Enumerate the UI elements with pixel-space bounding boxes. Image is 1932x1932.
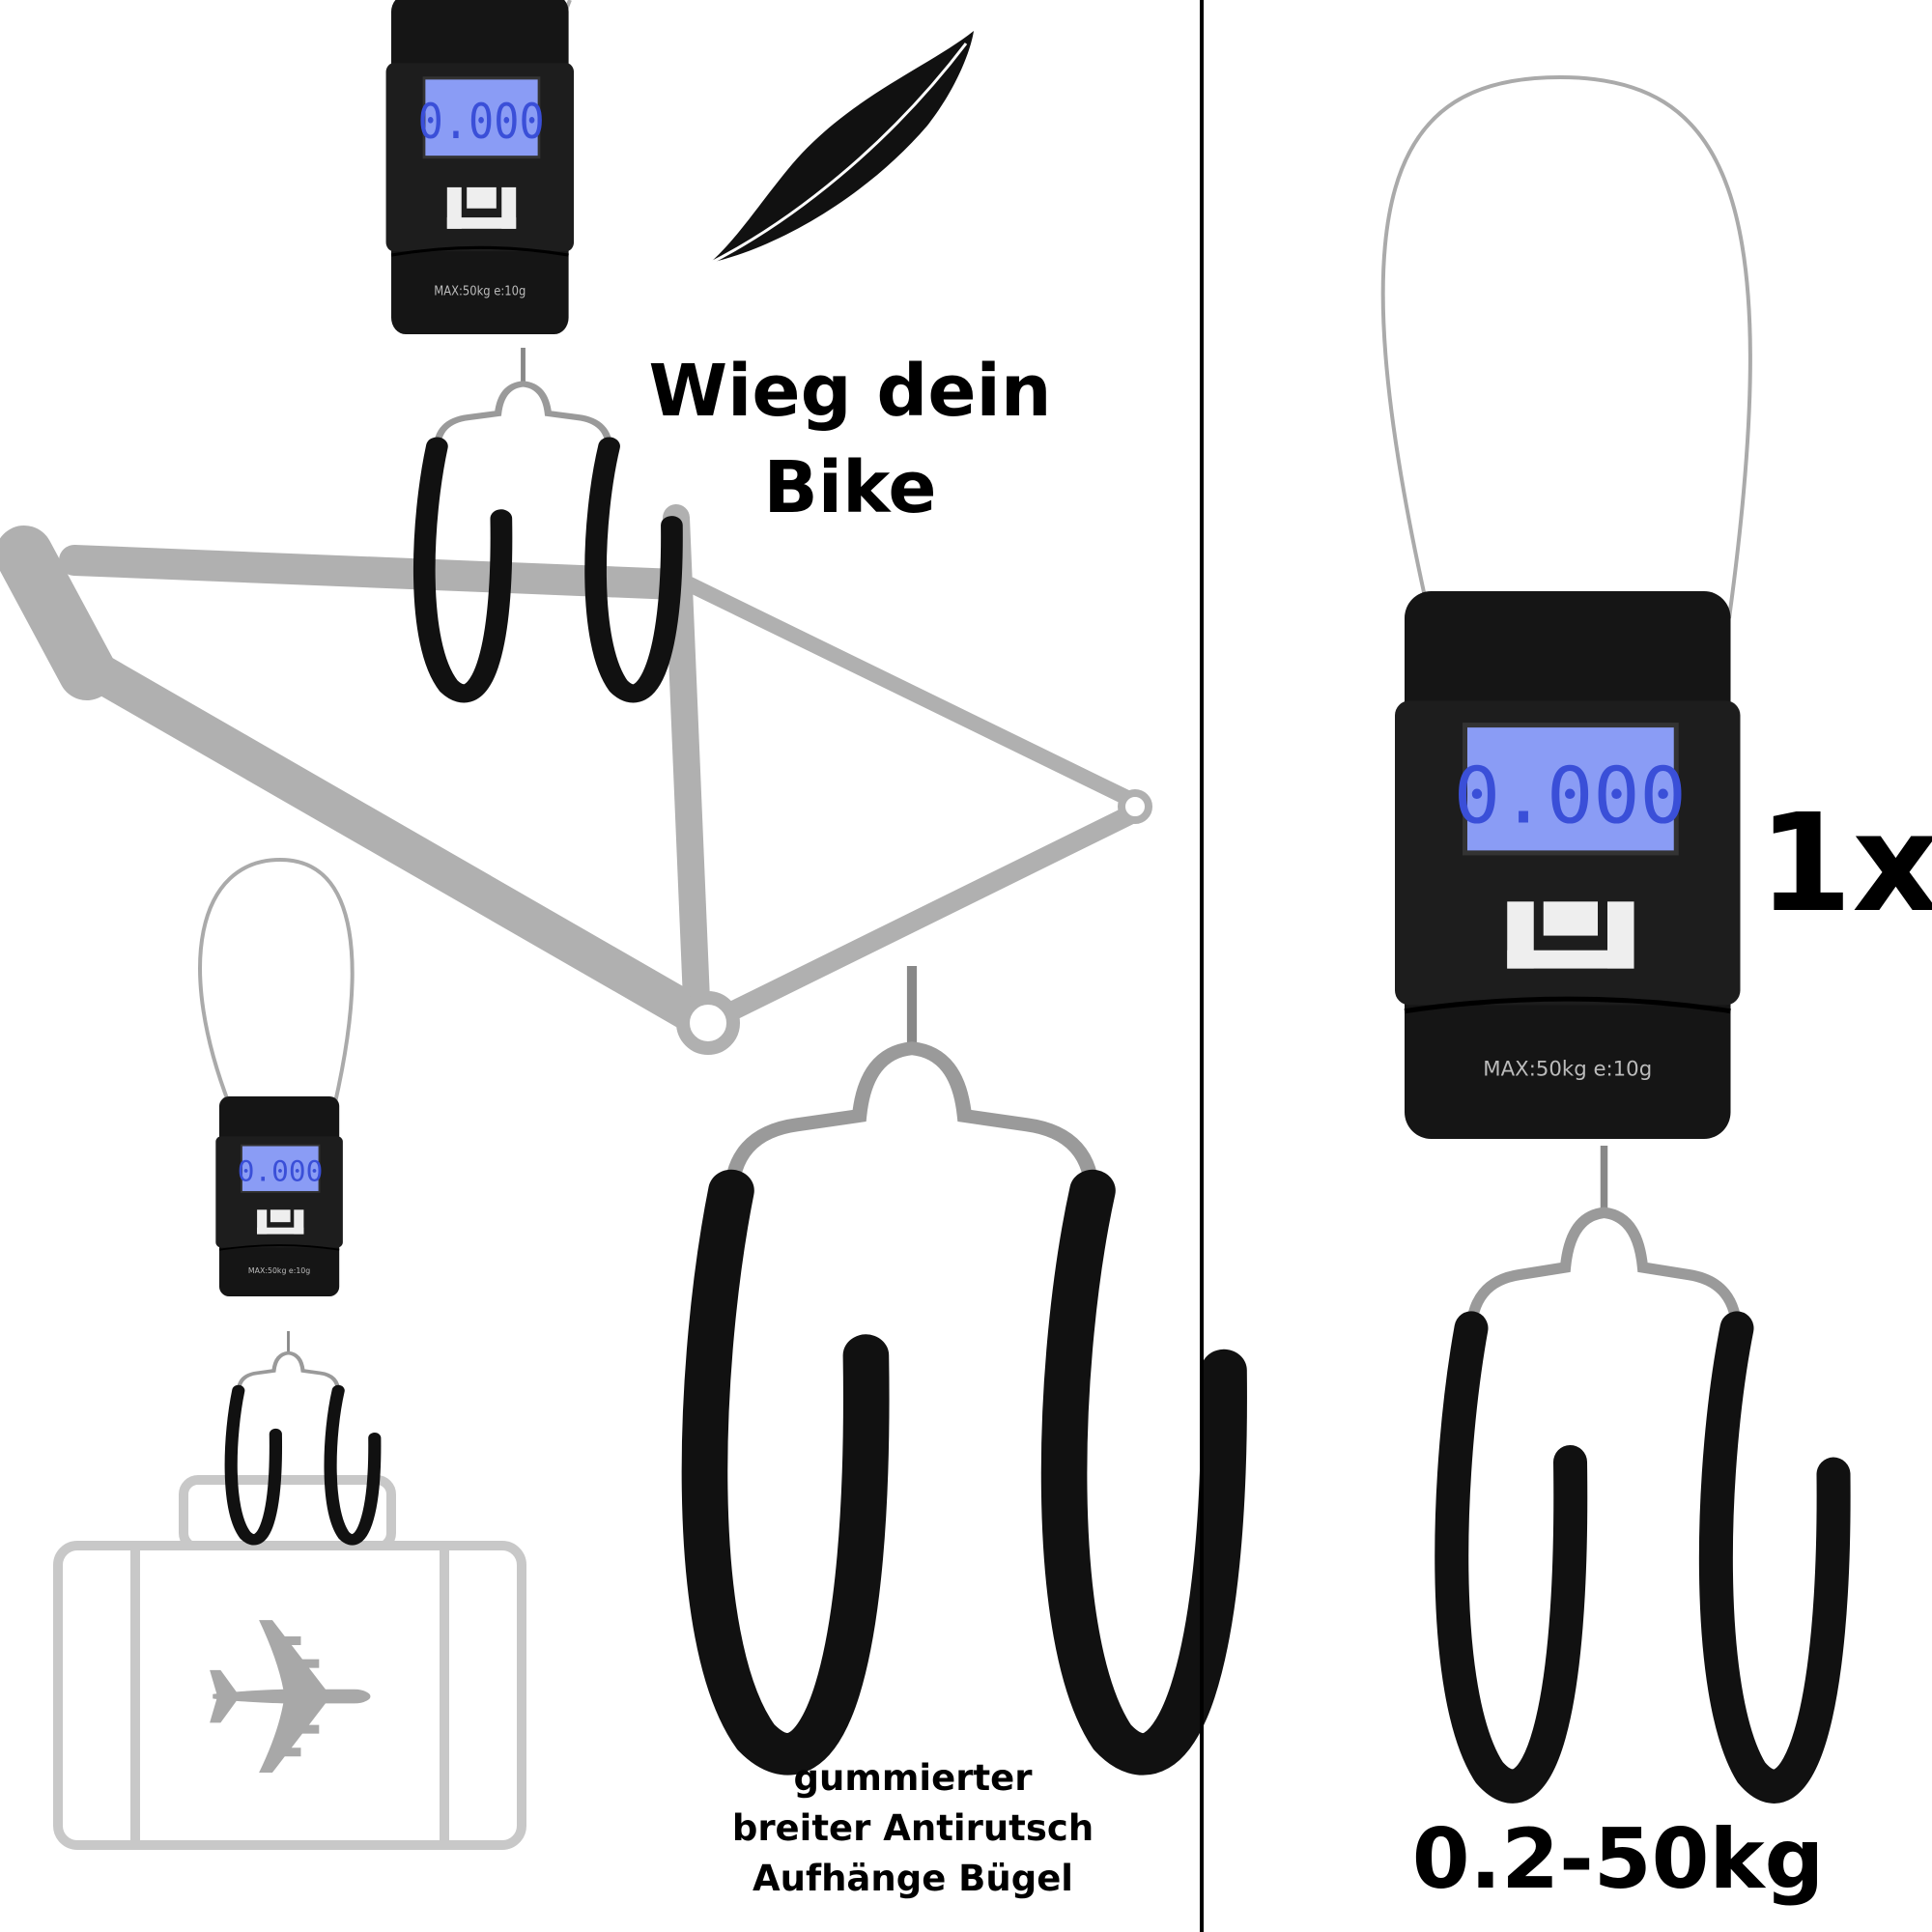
hook-caption: gummierter breiter Antirutsch Aufhänge B…: [676, 1753, 1150, 1904]
caption-line1: gummierter: [793, 1757, 1033, 1799]
scale-label: MAX:50kg e:10g: [1483, 1057, 1652, 1081]
lcd-display: 0.000: [238, 1154, 324, 1187]
headline-line1: Wieg dein: [648, 350, 1052, 433]
hook-large: [704, 966, 1224, 1754]
headline: Wieg dein Bike: [618, 343, 1082, 536]
feather-icon: [704, 31, 974, 268]
weight-range: 0.2-50kg: [1411, 1811, 1825, 1908]
caption-line2: breiter Antirutsch: [731, 1807, 1094, 1849]
hook-right: [1452, 1146, 1833, 1786]
suitcase-icon: [53, 1475, 526, 1850]
scale-top: 0.000 MAX:50kg e:10g: [384, 0, 576, 336]
scale-small: 0.000 MAX:50kg e:10g: [198, 857, 355, 1297]
quantity-label: 1x: [1758, 785, 1932, 943]
lcd-display: 0.000: [1454, 750, 1687, 840]
scale-label: MAX:50kg e:10g: [248, 1266, 310, 1275]
lcd-display: 0.000: [418, 95, 545, 151]
airplane-icon: ✈: [197, 1573, 384, 1831]
scale-label: MAX:50kg e:10g: [434, 283, 526, 298]
caption-line3: Aufhänge Bügel: [753, 1858, 1073, 1899]
scale-large: 0.000 MAX:50kg e:10g: [1380, 74, 1752, 1139]
hook-small: [231, 1331, 375, 1540]
headline-line2: Bike: [763, 446, 937, 529]
